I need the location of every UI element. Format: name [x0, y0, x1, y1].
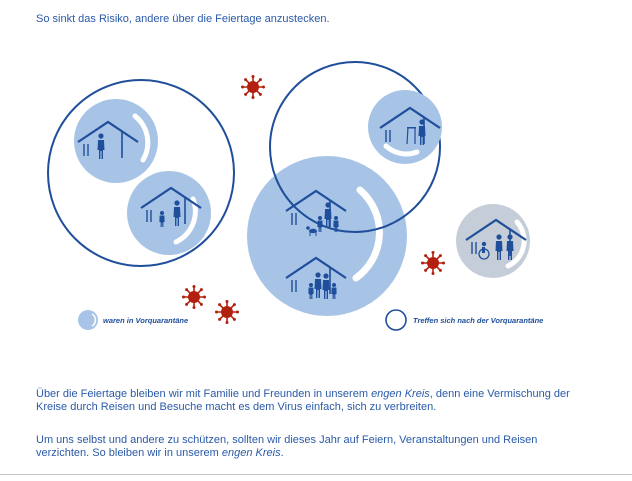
meeting-circle-right	[269, 61, 441, 233]
legend-quarantine-label: waren in Vorquarantäne	[103, 316, 188, 325]
emphasis-engen-kreis: engen Kreis	[371, 388, 430, 400]
legend: waren in Vorquarantäne Treffen sich nach…	[78, 309, 543, 331]
household-bubble-parent-child	[127, 171, 211, 255]
diagram-heading: So sinkt das Risiko, andere über die Fei…	[36, 13, 330, 25]
emphasis-engen-kreis: engen Kreis	[221, 447, 281, 459]
virus-icon	[181, 284, 207, 310]
virus-icon	[214, 299, 240, 325]
legend-meeting-label: Treffen sich nach der Vorquarantäne	[413, 316, 543, 325]
household-bubble-grey	[456, 204, 530, 278]
legend-meeting-swatch	[385, 309, 407, 331]
household-bubble-single	[74, 99, 158, 183]
household-bubble-senior	[368, 90, 442, 164]
paragraph-advice: Um uns selbst und andere zu schützen, so…	[36, 434, 538, 459]
dog-icon	[306, 226, 317, 236]
virus-icon	[420, 250, 446, 276]
senior-icon	[406, 119, 426, 145]
virus-icon	[240, 74, 266, 100]
household-bubble-family	[247, 156, 407, 316]
meeting-circle-left	[47, 79, 235, 267]
wheelchair-icon	[478, 241, 490, 260]
divider	[0, 474, 632, 475]
paragraph-intro: Über die Feiertage bleiben wir mit Famil…	[36, 388, 570, 413]
